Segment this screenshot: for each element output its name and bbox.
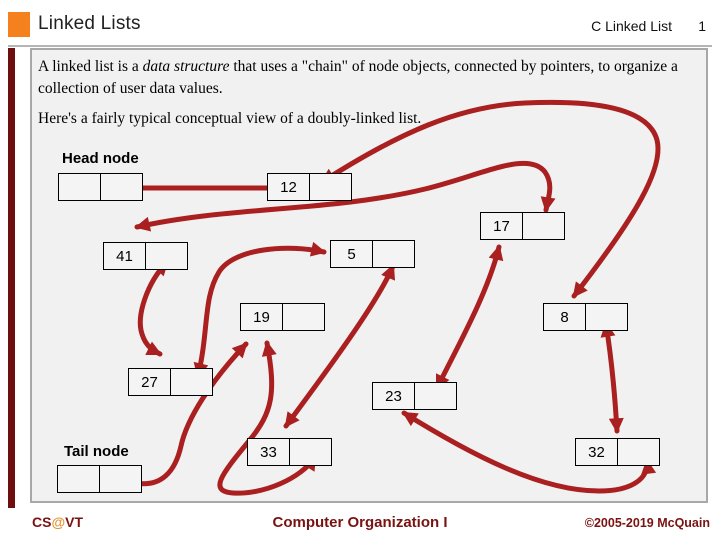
node-pointer-cell bbox=[99, 465, 142, 493]
side-accent-bar bbox=[8, 48, 15, 508]
node-pointer-cell bbox=[522, 212, 565, 240]
list-node-12: 12 bbox=[267, 173, 352, 201]
list-node-23: 23 bbox=[372, 382, 457, 410]
node-pointer-cell bbox=[372, 240, 415, 268]
node-pointer-cell bbox=[170, 368, 213, 396]
footer-cs: CS bbox=[32, 514, 52, 530]
node-pointer-cell bbox=[145, 242, 188, 270]
footer-course-title: Computer Organization I bbox=[272, 514, 448, 531]
node-pointer-cell bbox=[585, 303, 628, 331]
tail-node-label: Tail node bbox=[64, 443, 129, 460]
node-value-cell bbox=[57, 465, 99, 493]
node-value-cell: 33 bbox=[247, 438, 289, 466]
node-pointer-cell bbox=[617, 438, 660, 466]
node-pointer-cell bbox=[282, 303, 325, 331]
list-node-5: 5 bbox=[330, 240, 415, 268]
node-pointer-cell bbox=[309, 173, 352, 201]
footer-logo: CS@VT bbox=[32, 514, 83, 530]
header-divider bbox=[8, 45, 712, 47]
list-node-17: 17 bbox=[480, 212, 565, 240]
list-node-32: 32 bbox=[575, 438, 660, 466]
node-value-cell: 12 bbox=[267, 173, 309, 201]
list-node-41: 41 bbox=[103, 242, 188, 270]
node-value-cell: 27 bbox=[128, 368, 170, 396]
node-value-cell: 19 bbox=[240, 303, 282, 331]
paragraph-pre: A linked list is a bbox=[38, 58, 143, 75]
footer-at: @ bbox=[51, 514, 66, 530]
page-number: 1 bbox=[698, 18, 706, 34]
node-pointer-cell bbox=[289, 438, 332, 466]
list-node-tail bbox=[57, 465, 142, 493]
lecture-context: C Linked List bbox=[591, 18, 672, 34]
list-node-head bbox=[58, 173, 143, 201]
accent-square-icon bbox=[8, 12, 30, 37]
paragraph-post: that uses a "chain" of node objects, con… bbox=[38, 58, 678, 97]
node-value-cell: 32 bbox=[575, 438, 617, 466]
paragraph-intro: Here's a fairly typical conceptual view … bbox=[38, 110, 422, 127]
node-value-cell: 8 bbox=[543, 303, 585, 331]
footer-copyright: ©2005-2019 McQuain bbox=[584, 516, 710, 530]
list-node-8: 8 bbox=[543, 303, 628, 331]
list-node-19: 19 bbox=[240, 303, 325, 331]
paragraph-italic-term: data structure bbox=[142, 58, 230, 75]
node-value-cell: 23 bbox=[372, 382, 414, 410]
node-value-cell: 41 bbox=[103, 242, 145, 270]
node-pointer-cell bbox=[100, 173, 143, 201]
node-value-cell: 17 bbox=[480, 212, 522, 240]
node-value-cell: 5 bbox=[330, 240, 372, 268]
paragraph-definition: A linked list is a data structure that u… bbox=[38, 56, 702, 100]
slide-title: Linked Lists bbox=[38, 13, 141, 34]
list-node-27: 27 bbox=[128, 368, 213, 396]
node-value-cell bbox=[58, 173, 100, 201]
node-pointer-cell bbox=[414, 382, 457, 410]
head-node-label: Head node bbox=[62, 150, 139, 167]
list-node-33: 33 bbox=[247, 438, 332, 466]
footer-vt: VT bbox=[65, 514, 83, 530]
